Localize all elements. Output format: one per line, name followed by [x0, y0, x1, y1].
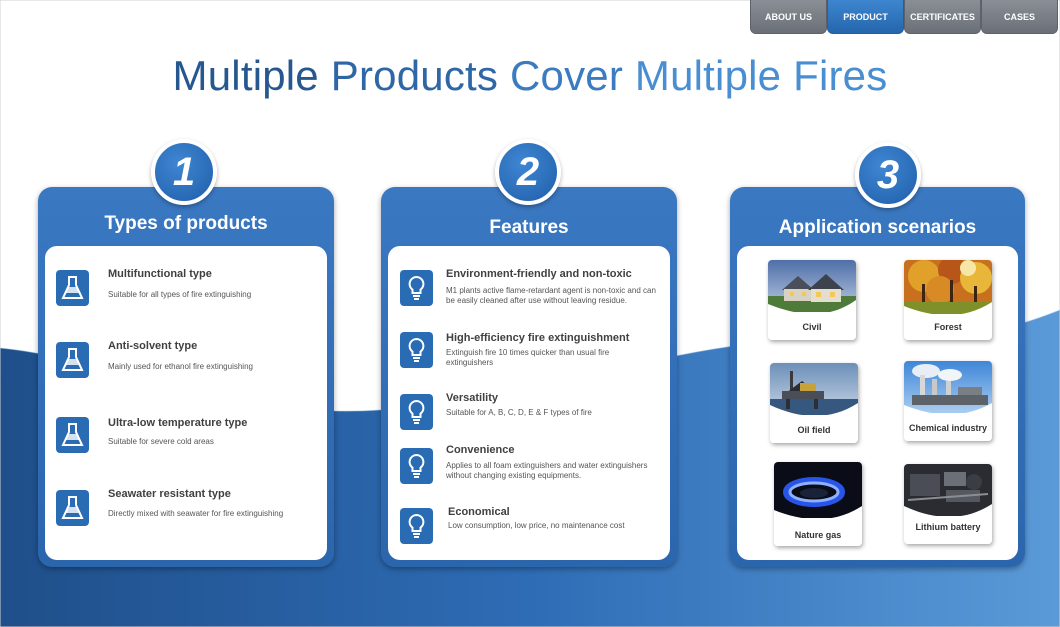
panel-product-types: Types of products Multifunctional type S…: [38, 187, 334, 567]
scenario-label: Forest: [934, 322, 962, 332]
panel-3-body: Civil Forest: [737, 246, 1018, 560]
scenario-label: Chemical industry: [908, 423, 988, 433]
flask-icon: [56, 417, 89, 453]
scenario-card-lithium-battery[interactable]: Lithium battery: [904, 464, 992, 544]
item-desc: Suitable for severe cold areas: [108, 437, 214, 446]
panel-1-heading: Types of products: [104, 213, 268, 234]
title-word-2: Products: [330, 52, 499, 99]
item-desc: Extinguish fire 10 times quicker than us…: [446, 348, 610, 367]
car-engine-photo: [904, 464, 992, 544]
item-desc: M1 plants active flame-retardant agent i…: [446, 286, 656, 305]
panel-application-scenarios: Application scenarios Civil: [730, 187, 1025, 567]
panel-2-heading: Features: [489, 217, 569, 238]
title-word-1: Multiple: [172, 52, 319, 99]
lightbulb-icon: [400, 270, 433, 306]
step-1-number: 1: [172, 149, 196, 194]
lightbulb-icon: [400, 508, 433, 544]
title-word-4: Multiple Fires: [634, 52, 888, 99]
item-title: High-efficiency fire extinguishment: [446, 332, 630, 344]
lightbulb-icon: [400, 332, 433, 368]
flask-icon: [56, 270, 89, 306]
lightbulb-icon: [400, 394, 433, 430]
scenario-card-oil-field[interactable]: Oil field: [770, 363, 858, 443]
item-desc: Suitable for all types of fire extinguis…: [108, 290, 252, 299]
item-title: Economical: [448, 506, 510, 518]
item-title: Ultra-low temperature type: [108, 417, 248, 429]
step-2-number: 2: [516, 149, 540, 194]
panel-2-body: Environment-friendly and non-toxic M1 pl…: [388, 246, 670, 560]
item-desc: Applies to all foam extinguishers and wa…: [446, 461, 648, 480]
flask-icon: [56, 342, 89, 378]
nav-product-button[interactable]: PRODUCT: [827, 0, 904, 34]
house-photo: [768, 260, 856, 340]
chemical-plant-photo: [904, 361, 992, 441]
scenario-card-forest[interactable]: Forest: [904, 260, 992, 340]
step-3-badge: 3: [855, 142, 921, 208]
item-desc: Low consumption, low price, no maintenan…: [448, 521, 625, 530]
nav-cases-button[interactable]: CASES: [981, 0, 1058, 34]
scenario-card-chemical-industry[interactable]: Chemical industry: [904, 361, 992, 441]
item-desc: Directly mixed with seawater for fire ex…: [108, 509, 284, 518]
scenario-card-nature-gas[interactable]: Nature gas: [774, 462, 862, 546]
item-title: Versatility: [446, 392, 498, 404]
scenario-label: Nature gas: [794, 530, 842, 540]
nav-certificates-button[interactable]: CERTIFICATES: [904, 0, 981, 34]
flask-icon: [56, 490, 89, 526]
item-title: Multifunctional type: [108, 268, 212, 280]
scenario-label: Lithium battery: [915, 522, 981, 532]
page-title: Multiple Products Cover Multiple Fires: [0, 52, 1060, 100]
top-nav: ABOUT US PRODUCT CERTIFICATES CASES: [750, 0, 1058, 34]
title-word-3: Cover: [509, 52, 624, 99]
item-title: Convenience: [446, 444, 515, 456]
gas-flame-photo: [774, 462, 862, 546]
step-3-number: 3: [876, 152, 900, 197]
panel-1-body: Multifunctional type Suitable for all ty…: [45, 246, 327, 560]
lightbulb-icon: [400, 448, 433, 484]
item-desc: Mainly used for ethanol fire extinguishi…: [108, 362, 253, 371]
scenario-label: Oil field: [797, 425, 831, 435]
autumn-forest-photo: [904, 260, 992, 340]
panel-3-heading: Application scenarios: [778, 217, 977, 238]
scenario-card-civil[interactable]: Civil: [768, 260, 856, 340]
offshore-oil-rig-photo: [770, 363, 858, 443]
item-desc: Suitable for A, B, C, D, E & F types of …: [446, 408, 592, 417]
item-title: Anti-solvent type: [108, 340, 198, 352]
item-title: Environment-friendly and non-toxic: [446, 268, 632, 280]
nav-about-us-button[interactable]: ABOUT US: [750, 0, 827, 34]
scenario-label: Civil: [802, 322, 822, 332]
panel-features: Features Environment-friendly and non-to…: [381, 187, 677, 567]
step-2-badge: 2: [495, 139, 561, 205]
item-title: Seawater resistant type: [108, 488, 231, 500]
step-1-badge: 1: [151, 139, 217, 205]
